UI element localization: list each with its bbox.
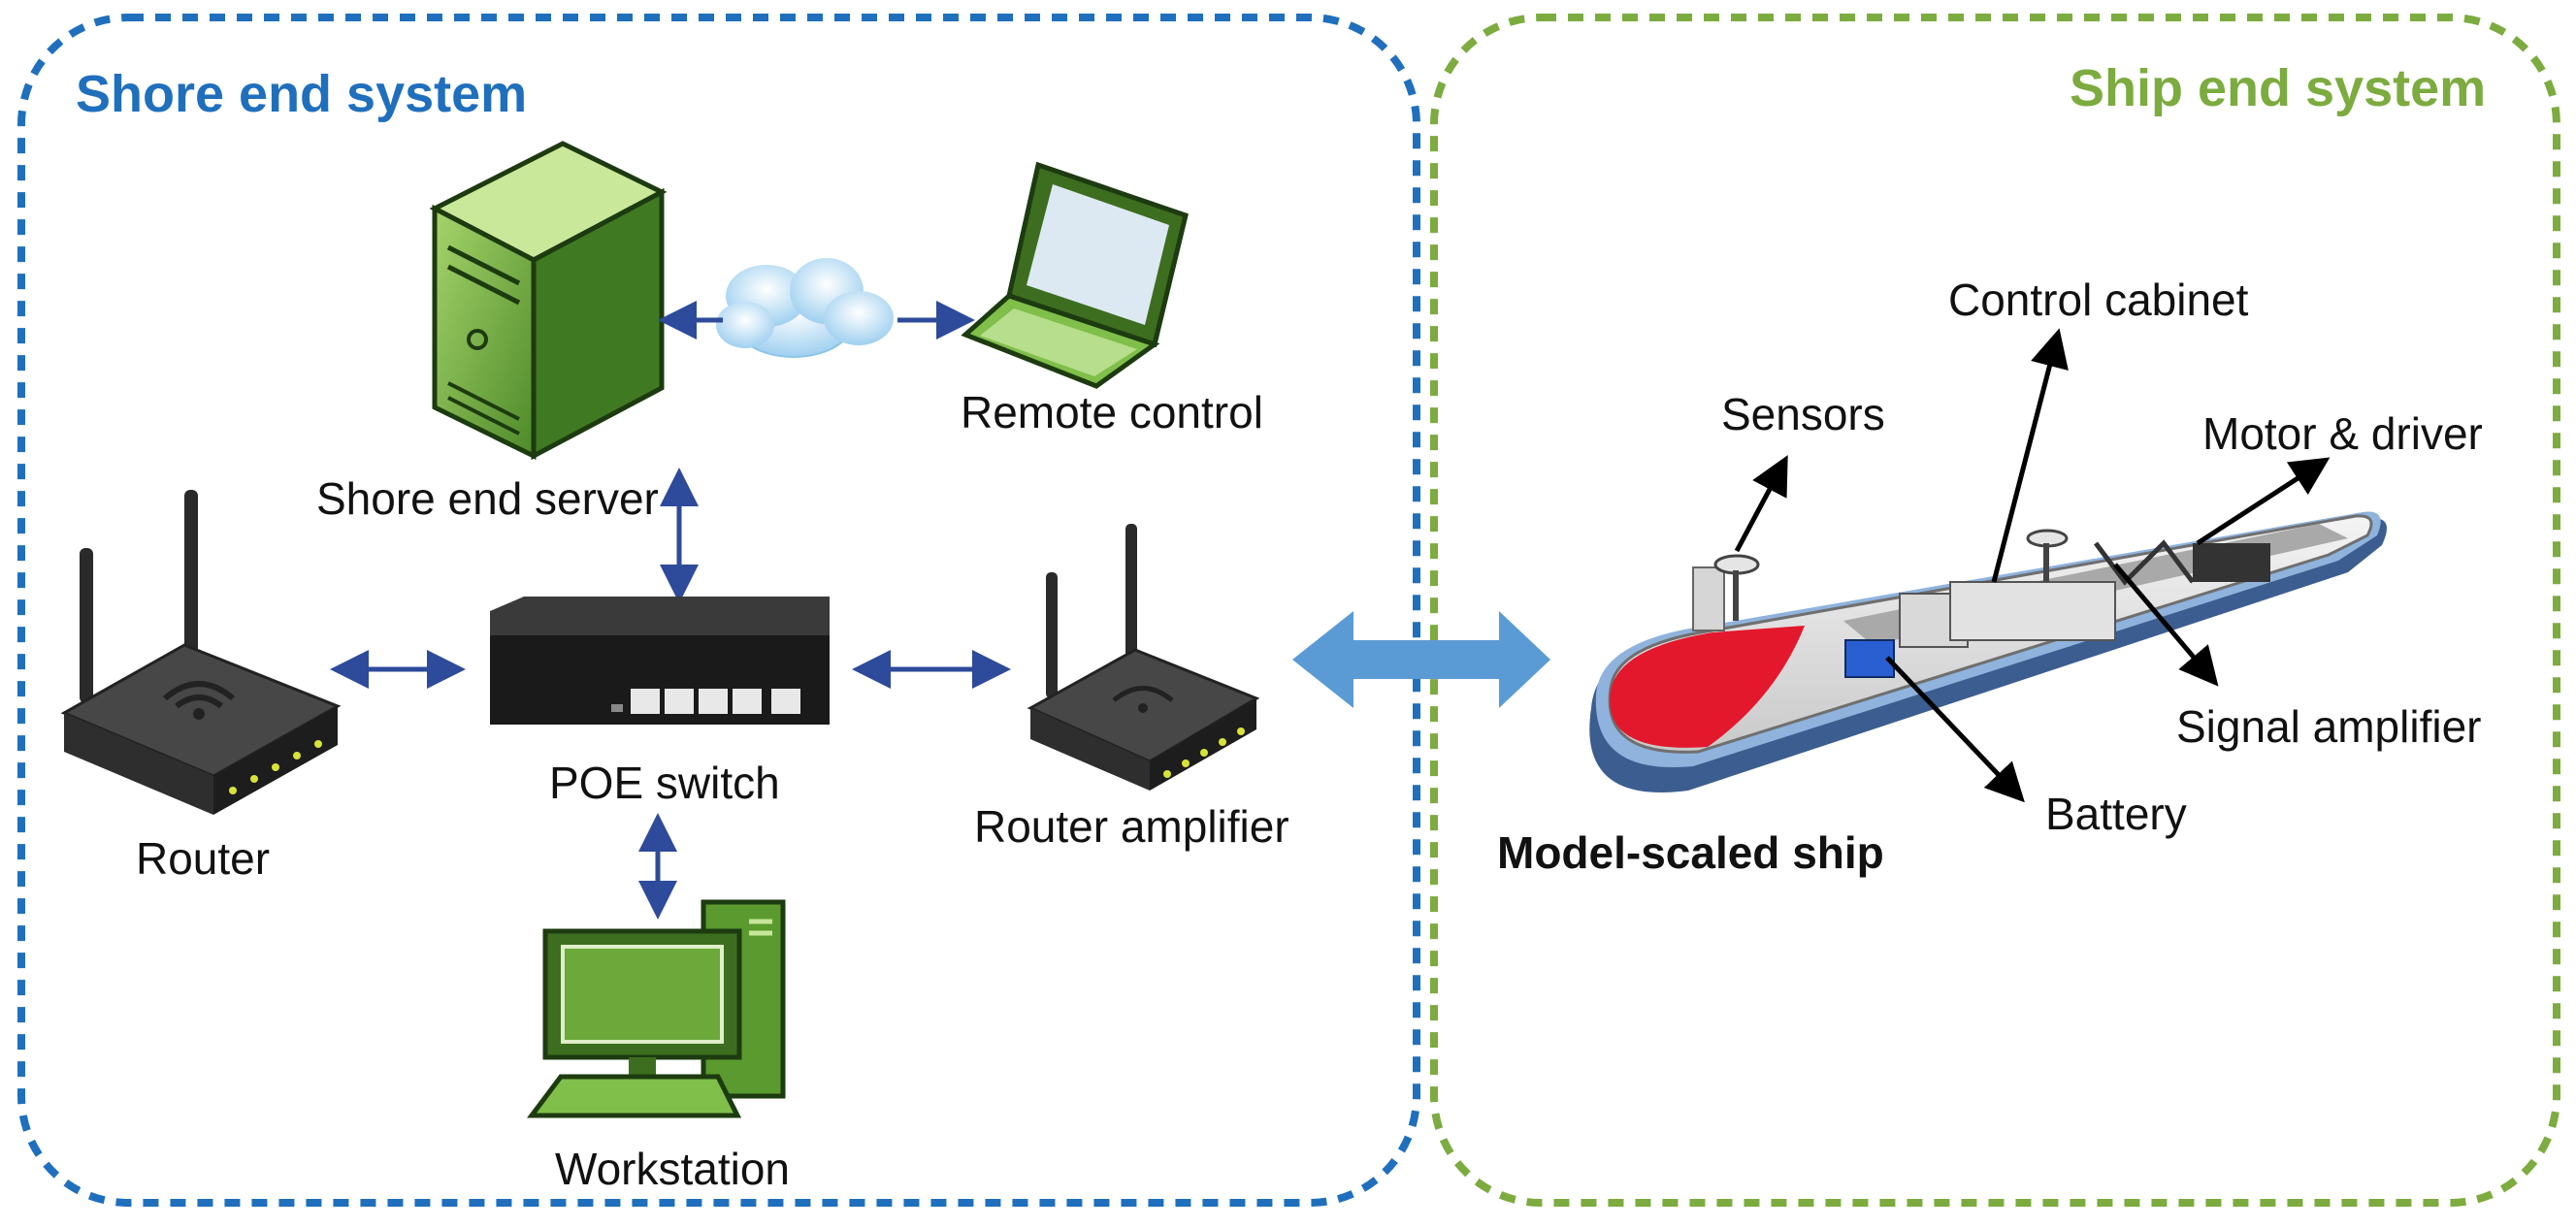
server-label: Shore end server — [316, 473, 659, 524]
signal-amplifier-label: Signal amplifier — [2176, 701, 2482, 752]
remote-label: Remote control — [961, 387, 1263, 437]
workstation-icon — [527, 899, 786, 1118]
control-cabinet-label: Control cabinet — [1948, 275, 2249, 325]
link-arrow — [1292, 611, 1550, 708]
ship-title: Ship end system — [2070, 59, 2487, 117]
ship-frame — [1430, 14, 2560, 1207]
sensors-label: Sensors — [1721, 389, 1885, 439]
router-icon — [60, 490, 342, 815]
shore-frame — [17, 14, 1420, 1207]
cloud-icon — [716, 258, 894, 358]
shore-title: Shore end system — [76, 65, 528, 123]
router-label: Router — [136, 833, 271, 884]
laptop-icon — [961, 161, 1189, 389]
workstation-label: Workstation — [555, 1144, 791, 1194]
poe-switch-icon — [490, 597, 830, 725]
motor-driver-label: Motor & driver — [2202, 408, 2483, 459]
server-icon — [429, 141, 668, 461]
router-amplifier-label: Router amplifier — [974, 801, 1289, 852]
battery-label: Battery — [2045, 789, 2187, 839]
ship-label: Model-scaled ship — [1497, 827, 1884, 878]
ship-icon — [1589, 511, 2387, 792]
poe-switch-label: POE switch — [549, 758, 780, 808]
router-amplifier-icon — [1027, 524, 1260, 791]
